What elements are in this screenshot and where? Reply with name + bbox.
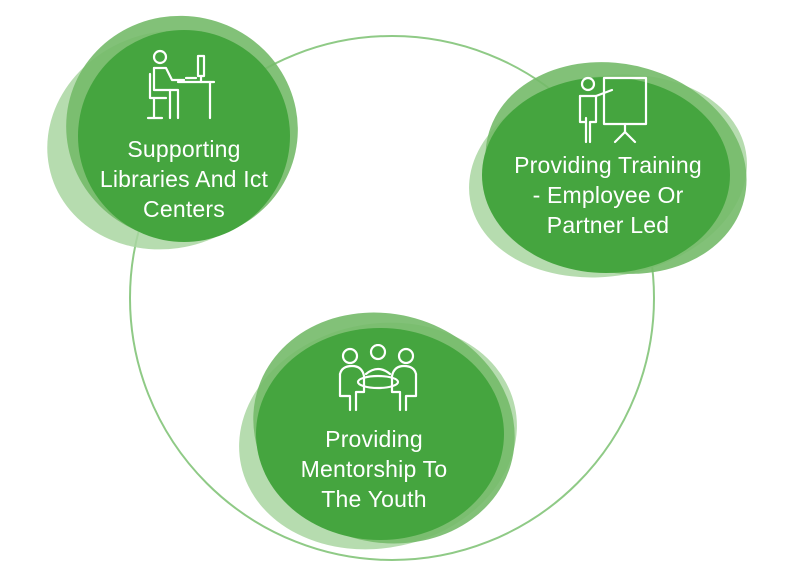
node-label-line: Centers xyxy=(143,196,225,222)
group-meeting-table-icon xyxy=(338,344,418,412)
node-label-line: Mentorship To xyxy=(300,456,448,482)
presenter-at-whiteboard-icon xyxy=(578,76,648,144)
node-label-line: The Youth xyxy=(321,486,427,512)
node-blob-mentorship xyxy=(239,312,517,550)
person-at-computer-desk-icon xyxy=(146,49,216,120)
connector-ring xyxy=(129,35,655,561)
node-label-mentorship: Providing Mentorship To The Youth xyxy=(274,424,474,514)
node-label-line: Supporting xyxy=(127,136,241,162)
node-label-line: Providing Training xyxy=(514,152,702,178)
node-label-line: - Employee Or xyxy=(532,182,684,208)
node-label-line: Providing xyxy=(325,426,423,452)
node-label-training: Providing Training - Employee Or Partner… xyxy=(494,150,722,240)
node-label-libraries: Supporting Libraries And Ict Centers xyxy=(84,134,284,224)
node-blob-training xyxy=(469,62,747,278)
node-label-line: Partner Led xyxy=(546,212,670,238)
node-blob-libraries xyxy=(47,15,298,250)
node-label-line: Libraries And Ict xyxy=(99,166,269,192)
